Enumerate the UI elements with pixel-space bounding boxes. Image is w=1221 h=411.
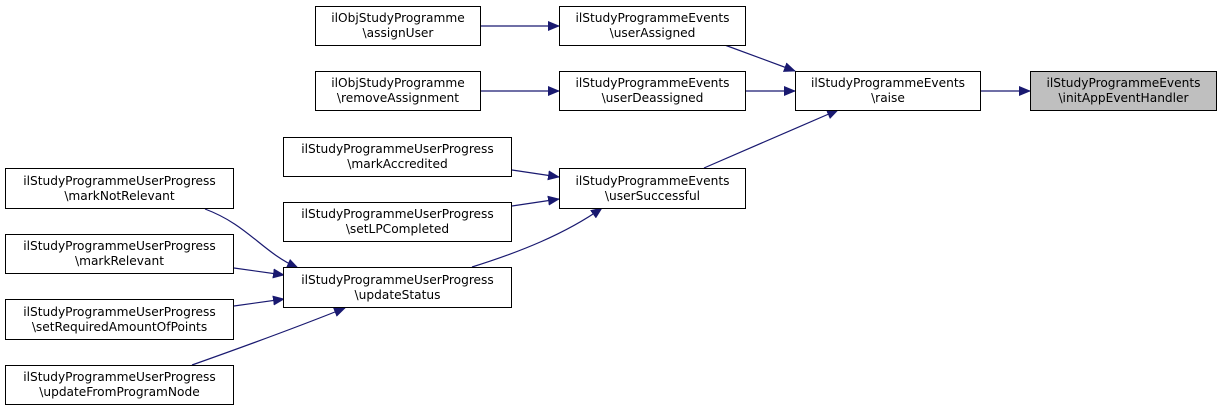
node-method-label: \initAppEventHandler xyxy=(1058,91,1189,105)
node-method-label: \assignUser xyxy=(362,26,434,40)
edge-setrequiredamountofpoints-to-updatestatus xyxy=(233,295,285,307)
node-method-label: \markNotRelevant xyxy=(64,188,175,203)
edge-updatefromprogramnode-to-updatestatus xyxy=(191,307,346,366)
edge-setlpcompleted-to-usersuccessful xyxy=(511,195,560,207)
node-updatestatus[interactable]: ilStudyProgrammeUserProgress \updateStat… xyxy=(283,267,512,308)
node-method-label: \userAssigned xyxy=(609,26,696,40)
node-updatefromprogramnode[interactable]: ilStudyProgrammeUserProgress \updateFrom… xyxy=(5,365,234,405)
node-markaccredited[interactable]: ilStudyProgrammeUserProgress \markAccred… xyxy=(283,137,512,177)
node-class-label: ilStudyProgrammeEvents xyxy=(1046,76,1201,90)
node-method-label: \userDeassigned xyxy=(601,91,704,105)
node-userdeassigned[interactable]: ilStudyProgrammeEvents \userDeassigned xyxy=(559,71,746,111)
node-class-label: ilStudyProgrammeUserProgress xyxy=(23,173,216,188)
node-class-label: ilObjStudyProgramme xyxy=(331,76,465,90)
node-assignuser[interactable]: ilObjStudyProgramme \assignUser xyxy=(315,6,481,46)
node-setlpcompleted[interactable]: ilStudyProgrammeUserProgress \setLPCompl… xyxy=(283,202,512,242)
node-method-label: \updateStatus xyxy=(354,287,441,302)
node-initappeventhandler[interactable]: ilStudyProgrammeEvents \initAppEventHand… xyxy=(1030,71,1217,111)
node-class-label: ilObjStudyProgramme xyxy=(331,11,465,25)
edge-userassigned-to-raise xyxy=(721,43,796,72)
edge-markaccredited-to-usersuccessful xyxy=(511,169,560,181)
node-setrequiredamountofpoints[interactable]: ilStudyProgrammeUserProgress \setRequire… xyxy=(5,299,234,340)
node-class-label: ilStudyProgrammeUserProgress xyxy=(23,304,216,319)
node-raise[interactable]: ilStudyProgrammeEvents \raise xyxy=(795,71,981,111)
node-method-label: \userSuccessful xyxy=(604,188,701,203)
node-method-label: \removeAssignment xyxy=(336,91,460,105)
node-class-label: ilStudyProgrammeUserProgress xyxy=(23,239,216,253)
node-method-label: \setRequiredAmountOfPoints xyxy=(31,319,208,334)
node-method-label: \markAccredited xyxy=(347,157,448,171)
node-markrelevant[interactable]: ilStudyProgrammeUserProgress \markReleva… xyxy=(5,234,234,274)
edge-updatestatus-to-usersuccessful xyxy=(471,207,603,268)
edge-usersuccessful-to-raise xyxy=(703,109,839,169)
node-class-label: ilStudyProgrammeUserProgress xyxy=(301,142,494,156)
node-class-label: ilStudyProgrammeUserProgress xyxy=(23,370,216,384)
edge-marknotrelevant-to-updatestatus xyxy=(204,208,299,269)
node-class-label: ilStudyProgrammeEvents xyxy=(575,173,730,188)
node-class-label: ilStudyProgrammeUserProgress xyxy=(301,272,494,287)
node-class-label: ilStudyProgrammeEvents xyxy=(575,76,730,90)
node-userassigned[interactable]: ilStudyProgrammeEvents \userAssigned xyxy=(559,6,746,46)
node-usersuccessful[interactable]: ilStudyProgrammeEvents \userSuccessful xyxy=(559,168,746,209)
node-method-label: \raise xyxy=(871,91,905,105)
node-removeassignment[interactable]: ilObjStudyProgramme \removeAssignment xyxy=(315,71,481,111)
node-method-label: \updateFromProgramNode xyxy=(39,385,200,399)
node-class-label: ilStudyProgrammeEvents xyxy=(810,76,965,90)
node-method-label: \setLPCompleted xyxy=(345,222,450,236)
node-class-label: ilStudyProgrammeUserProgress xyxy=(301,207,494,221)
node-marknotrelevant[interactable]: ilStudyProgrammeUserProgress \markNotRel… xyxy=(5,168,234,209)
node-method-label: \markRelevant xyxy=(74,254,164,268)
edge-markrelevant-to-updatestatus xyxy=(233,267,285,279)
node-class-label: ilStudyProgrammeEvents xyxy=(575,11,730,25)
